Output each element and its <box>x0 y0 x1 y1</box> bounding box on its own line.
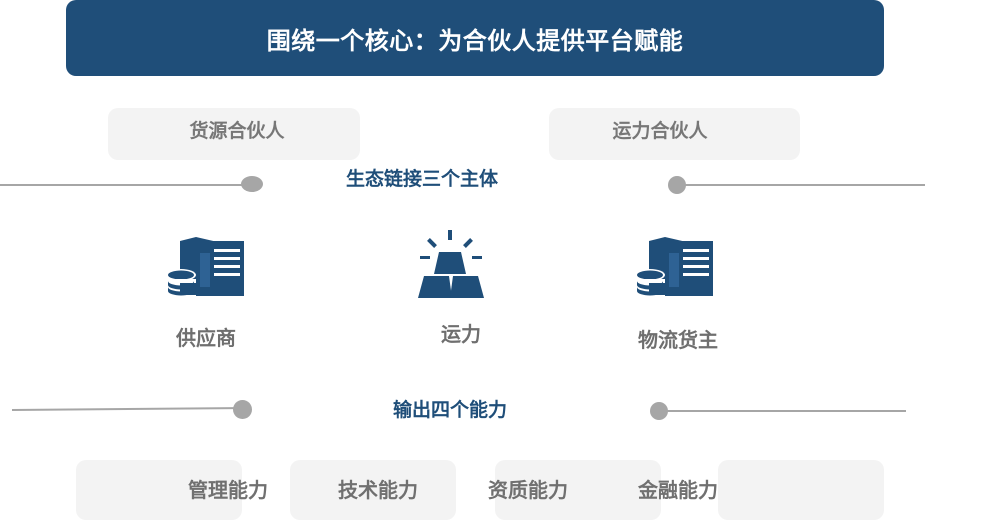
entity-label-supplier: 供应商 <box>176 326 236 350</box>
capability-label-finance: 金融能力 <box>638 478 718 502</box>
capability-box-qualification <box>495 460 661 520</box>
capability-box-management <box>76 460 242 520</box>
gold-bars-icon <box>416 230 486 304</box>
title-banner: 围绕一个核心：为合伙人提供平台赋能 <box>66 0 884 76</box>
capability-label-qualification: 资质能力 <box>488 478 568 502</box>
ecosystem-dot-left <box>241 176 263 192</box>
capability-line-left <box>11 407 235 411</box>
capability-dot-right <box>650 402 668 420</box>
partner-label-transport: 运力合伙人 <box>612 120 708 142</box>
capability-label-management: 管理能力 <box>188 478 268 502</box>
ecosystem-line-left <box>0 184 245 186</box>
server-database-icon <box>635 233 715 303</box>
server-database-icon <box>166 233 246 303</box>
partner-box-transport <box>549 108 800 160</box>
capability-label-technology: 技术能力 <box>338 478 418 502</box>
ecosystem-dot-right <box>668 176 686 194</box>
page-title: 围绕一个核心：为合伙人提供平台赋能 <box>266 26 684 55</box>
capability-box-finance <box>718 460 884 520</box>
ecosystem-line-right <box>684 184 925 186</box>
ecosystem-label: 生态链接三个主体 <box>345 168 498 190</box>
partner-box-supply <box>108 108 360 160</box>
entity-label-shipper: 物流货主 <box>638 328 718 352</box>
capability-line-right <box>666 410 906 412</box>
capabilities-label: 输出四个能力 <box>392 399 507 421</box>
capability-box-technology <box>290 460 456 520</box>
capability-dot-left <box>233 400 252 419</box>
partner-label-supply: 货源合伙人 <box>189 120 285 142</box>
entity-label-capacity: 运力 <box>441 322 481 346</box>
